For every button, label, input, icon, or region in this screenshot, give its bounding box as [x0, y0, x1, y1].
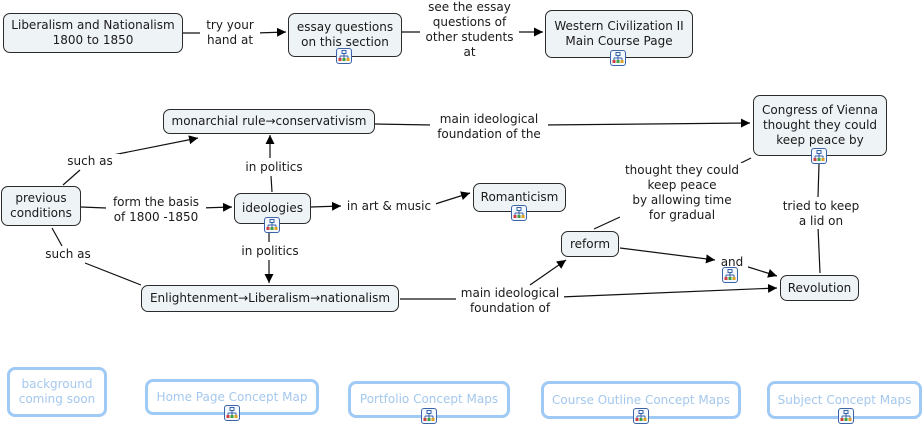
- node-reform[interactable]: reform: [561, 231, 619, 257]
- link-label-such-as-top: such as: [60, 154, 120, 169]
- node-revolution[interactable]: Revolution: [780, 275, 859, 301]
- connector: [62, 169, 81, 186]
- link-label-thought-they-could-keep-peace: thought they could keep peace by allowin…: [620, 163, 744, 223]
- connector: [744, 265, 778, 278]
- connector: [740, 157, 752, 164]
- connector: [593, 216, 621, 230]
- concept-map-resource-icon[interactable]: [633, 408, 649, 424]
- concept-map-resource-icon[interactable]: [264, 217, 280, 233]
- link-label-see-essay-questions: see the essay questions of other student…: [420, 0, 519, 60]
- connector: [619, 247, 716, 264]
- link-label-such-as-bottom: such as: [40, 247, 96, 262]
- connector: [112, 135, 199, 156]
- link-label-form-the-basis: form the basis of 1800 -1850: [106, 195, 206, 225]
- concept-map-resource-icon[interactable]: [811, 148, 827, 164]
- concept-map-resource-icon[interactable]: [838, 408, 854, 424]
- node-western-civilization-ii[interactable]: Western Civilization II Main Course Page: [545, 10, 693, 58]
- node-liberalism-and-nationalism[interactable]: Liberalism and Nationalism 1800 to 1850: [3, 13, 183, 53]
- link-label-in-politics-down: in politics: [236, 244, 304, 259]
- concept-map-resource-icon[interactable]: [421, 408, 437, 424]
- concept-map-resource-icon[interactable]: [511, 205, 527, 221]
- link-label-in-art-and-music: in art & music: [342, 199, 436, 214]
- link-label-in-politics-up: in politics: [240, 160, 308, 175]
- connector: [541, 118, 751, 128]
- link-label-and: and: [716, 255, 748, 270]
- node-monarchial-rule[interactable]: monarchial rule→conservativism: [163, 109, 375, 134]
- node-congress-of-vienna[interactable]: Congress of Vienna thought they could ke…: [753, 95, 887, 156]
- nav-background-coming-soon[interactable]: background coming soon: [7, 367, 107, 417]
- connector: [817, 163, 820, 198]
- link-label-main-ideological-foundation-of-the: main ideological foundation of the: [430, 112, 548, 142]
- connector: [374, 123, 433, 126]
- connector: [529, 259, 567, 286]
- link-label-try-your-hand: try your hand at: [200, 18, 260, 48]
- concept-map-resource-icon[interactable]: [224, 405, 240, 421]
- node-previous-conditions[interactable]: previous conditions: [1, 186, 81, 226]
- connector: [559, 283, 778, 298]
- connector: [310, 201, 342, 211]
- connector: [431, 191, 471, 206]
- concept-map-resource-icon[interactable]: [722, 267, 738, 283]
- connector: [255, 27, 287, 37]
- link-label-tried-to-keep-a-lid-on: tried to keep a lid on: [776, 199, 866, 229]
- connector: [51, 227, 63, 247]
- concept-map-resource-icon[interactable]: [610, 50, 626, 66]
- link-label-main-ideological-foundation-of: main ideological foundation of: [456, 286, 564, 316]
- node-enlightenment-liberalism-nationalism[interactable]: Enlightenment→Liberalism→nationalism: [141, 285, 399, 312]
- connector: [80, 206, 107, 209]
- connector: [270, 175, 273, 193]
- concept-map-resource-icon[interactable]: [336, 48, 352, 64]
- connector: [817, 226, 821, 274]
- connector: [84, 262, 142, 286]
